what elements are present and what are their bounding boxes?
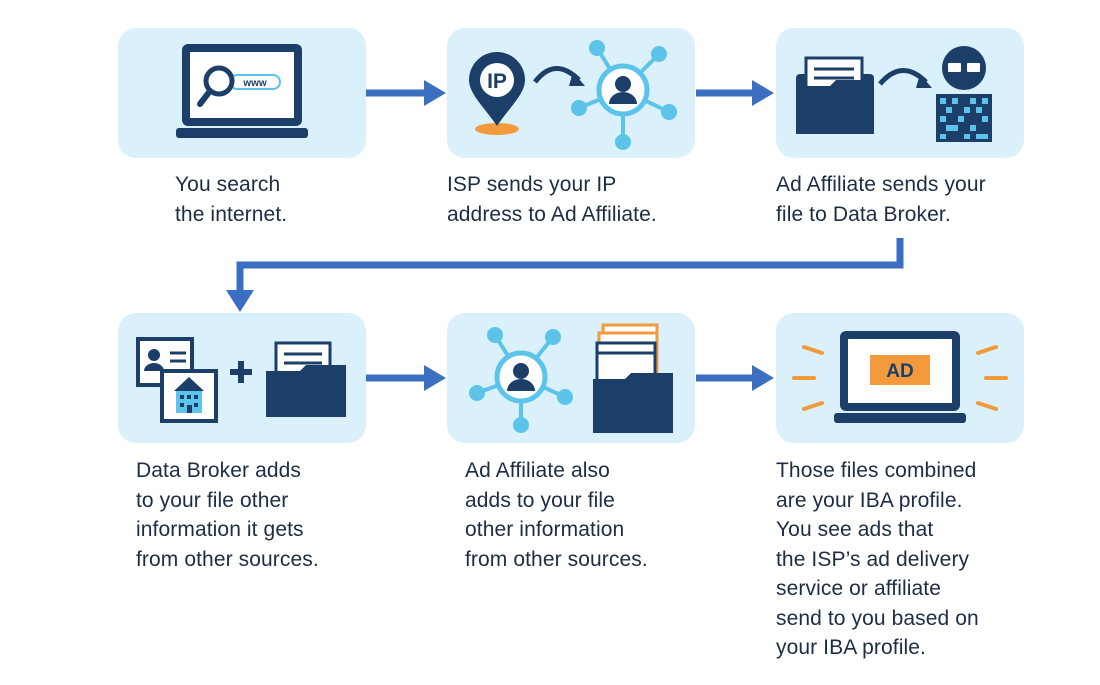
step-1-caption: You search the internet.: [175, 173, 288, 226]
arrow-3-to-4: [226, 238, 904, 312]
ad-label: AD: [886, 361, 913, 382]
plus-icon: [230, 361, 252, 383]
step-6-caption: Those files combined are your IBA profil…: [776, 459, 979, 659]
step-4-card: [118, 313, 366, 443]
building-icon: [160, 369, 218, 423]
www-label: www: [242, 78, 267, 89]
step-1-card: www: [118, 28, 366, 158]
arrow-4-to-5: [366, 365, 446, 391]
document-folder-icon: [796, 56, 874, 134]
user-network-icon: [469, 327, 573, 433]
data-broker-icon: [936, 46, 992, 142]
affiliate-adds-icon: [469, 323, 673, 433]
arrow-2-to-3: [696, 80, 774, 106]
data-broker-adds-icon: [136, 337, 346, 423]
ip-location-pin-icon: IP: [469, 52, 525, 135]
document-folder-icon: [266, 341, 346, 417]
step-6-card: AD: [776, 313, 1024, 443]
step-2-caption: ISP sends your IP address to Ad Affiliat…: [447, 173, 657, 226]
step-3-card: [776, 28, 1024, 158]
step-5-card: [447, 313, 695, 443]
arrow-1-to-2: [366, 80, 446, 106]
step-4-caption: Data Broker adds to your file other info…: [136, 459, 319, 571]
step-2-card: IP: [447, 28, 695, 158]
stacked-folders-icon: [593, 323, 673, 433]
user-network-icon: [571, 40, 677, 150]
file-to-broker-icon: [796, 46, 992, 142]
ad-rays-icon: [792, 345, 1008, 411]
ip-network-icon: IP: [469, 40, 677, 150]
ad-screen-icon: AD: [792, 331, 1008, 423]
step-3-caption: Ad Affiliate sends your file to Data Bro…: [776, 173, 986, 226]
arrow-5-to-6: [696, 365, 774, 391]
laptop-search-icon: www: [176, 44, 308, 138]
step-5-caption: Ad Affiliate also adds to your file othe…: [465, 459, 648, 571]
ip-label: IP: [487, 70, 507, 93]
